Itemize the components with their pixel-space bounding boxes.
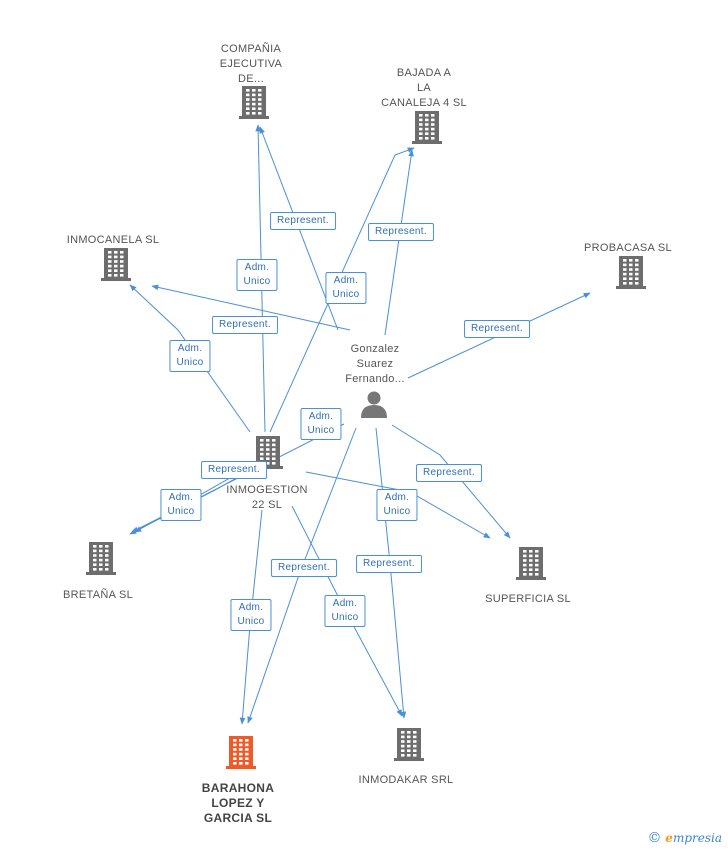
node-label-line: INMOCANELA SL: [66, 234, 160, 246]
node-label-line: DE...: [238, 73, 264, 85]
edge-inmogestion-to-inmocanela: [129, 284, 251, 433]
nodes-layer: [86, 86, 646, 769]
node-label-inmogestion[interactable]: INMOGESTION 22 SL: [226, 483, 308, 513]
edge-label[interactable]: Represent.: [270, 212, 336, 230]
edge-gonzalez-to-superficia: [391, 424, 511, 539]
edges-layer: [129, 124, 591, 725]
edge-label[interactable]: Represent.: [271, 559, 337, 577]
node-label-compania[interactable]: COMPAÑIA EJECUTIVA DE...: [220, 42, 282, 87]
person-icon-gonzalez[interactable]: [361, 391, 387, 419]
edge-label-line: Adm.: [168, 492, 194, 503]
edge-label-line: Unico: [332, 289, 360, 300]
edge-inmogestion-to-bajada: [269, 147, 415, 433]
edge-gonzalez-to-inmocanela: [151, 284, 351, 331]
node-label-line: INMOGESTION: [226, 484, 308, 496]
edge-label[interactable]: Represent.: [464, 320, 530, 338]
edge-label[interactable]: Adm. Unico: [325, 272, 367, 304]
edge-label[interactable]: Adm. Unico: [169, 340, 211, 372]
edge-label-line: Unico: [331, 612, 359, 623]
edge-label-line: Unico: [176, 357, 204, 368]
edge-label-line: Adm.: [238, 602, 264, 613]
edge-label[interactable]: Adm. Unico: [376, 489, 418, 521]
brand-name: mpresia: [672, 831, 722, 845]
brand-watermark: © empresia: [647, 830, 722, 846]
node-label-line: CANALEJA 4 SL: [381, 97, 467, 109]
node-label-line: EJECUTIVA: [219, 58, 283, 70]
edge-label[interactable]: Adm. Unico: [236, 259, 278, 291]
node-label-line: COMPAÑIA: [220, 43, 282, 55]
copyright-symbol: ©: [647, 830, 662, 846]
building-icon-superficia[interactable]: [516, 547, 546, 580]
edge-label[interactable]: Represent.: [368, 223, 434, 241]
building-icon-inmodakar[interactable]: [394, 728, 424, 761]
edge-label-line: Represent.: [277, 215, 329, 226]
node-label-line: PROBACASA SL: [584, 242, 672, 254]
edge-label-line: Represent.: [375, 226, 427, 237]
edge-label[interactable]: Adm. Unico: [160, 489, 202, 521]
node-label-line: Gonzalez: [350, 343, 400, 355]
edge-label-line: Represent.: [363, 558, 415, 569]
edge-label[interactable]: Adm. Unico: [324, 595, 366, 627]
node-label-line: Suarez: [356, 358, 394, 370]
building-icon-barahona[interactable]: [226, 736, 256, 769]
node-label-bajada[interactable]: BAJADA A LA CANALEJA 4 SL: [381, 66, 467, 111]
brand-initial: e: [665, 831, 673, 845]
building-icon-compania[interactable]: [239, 86, 269, 119]
node-label-line: INMODAKAR SRL: [358, 774, 454, 786]
node-label-inmocanela[interactable]: INMOCANELA SL: [67, 233, 160, 248]
node-label-inmodakar[interactable]: INMODAKAR SRL: [359, 773, 454, 788]
edge-label-line: Adm.: [244, 262, 270, 273]
edge-label[interactable]: Represent.: [212, 316, 278, 334]
building-icon-bretana[interactable]: [86, 542, 116, 575]
edge-label-line: Represent.: [471, 323, 523, 334]
edge-label-line: Adm.: [384, 492, 410, 503]
node-label-probacasa[interactable]: PROBACASA SL: [584, 241, 672, 256]
building-icon-bajada[interactable]: [412, 111, 442, 144]
edge-label-line: Adm.: [308, 411, 334, 422]
edge-label-line: Unico: [237, 616, 265, 627]
edge-label[interactable]: Represent.: [201, 461, 267, 479]
edge-label[interactable]: Adm. Unico: [300, 408, 342, 440]
building-icon-inmogestion[interactable]: [253, 436, 283, 469]
node-label-line: 22 SL: [251, 499, 283, 511]
node-label-line: LA: [416, 82, 432, 94]
edge-label-line: Adm.: [333, 275, 359, 286]
node-label-line: LOPEZ Y: [211, 796, 265, 810]
node-label-superficia[interactable]: SUPERFICIA SL: [485, 592, 571, 607]
edge-label-line: Represent.: [208, 464, 260, 475]
building-icon-inmocanela[interactable]: [101, 248, 131, 281]
edge-label-line: Unico: [243, 276, 271, 287]
building-icon-probacasa[interactable]: [616, 256, 646, 289]
edge-label-line: Represent.: [423, 467, 475, 478]
edge-label[interactable]: Adm. Unico: [230, 599, 272, 631]
edge-label[interactable]: Represent.: [356, 555, 422, 573]
edge-label-line: Unico: [383, 506, 411, 517]
node-label-line: SUPERFICIA SL: [485, 593, 571, 605]
node-label-line: BARAHONA: [201, 781, 275, 795]
edge-label-line: Adm.: [177, 343, 203, 354]
edge-label-line: Represent.: [278, 562, 330, 573]
node-label-line: GARCIA SL: [203, 811, 273, 825]
edge-label-line: Represent.: [219, 319, 271, 330]
edge-gonzalez-to-bajada: [384, 149, 414, 336]
node-label-line: BRETAÑA SL: [62, 589, 134, 601]
node-label-line: BAJADA A: [396, 67, 452, 79]
edge-label[interactable]: Represent.: [416, 464, 482, 482]
edge-label-line: Adm.: [332, 598, 358, 609]
edge-label-line: Unico: [167, 506, 195, 517]
node-label-bretana[interactable]: BRETAÑA SL: [63, 588, 133, 603]
node-label-line: Fernando...: [345, 373, 405, 385]
edge-label-line: Unico: [307, 425, 335, 436]
